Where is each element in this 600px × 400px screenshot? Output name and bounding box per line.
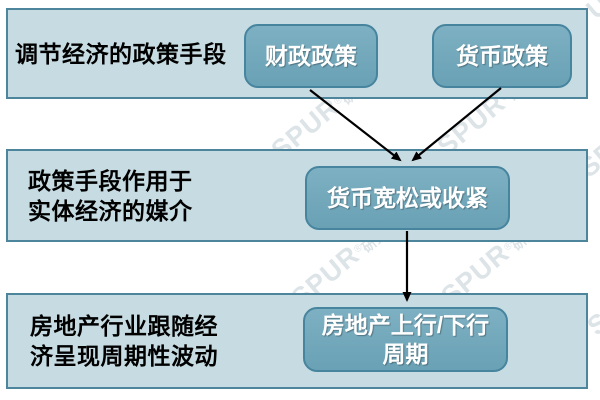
node-property-up-down-cycle-label-line1: 房地产上行/下行 xyxy=(321,311,490,338)
node-monetary-easing-tightening-label: 货币宽松或收紧 xyxy=(327,184,488,211)
node-fiscal-policy: 财政政策 xyxy=(244,24,378,88)
band-transmission-label-line1: 政策手段作用于 xyxy=(28,167,193,194)
band-transmission-label-line2: 实体经济的媒介 xyxy=(28,197,193,224)
band-property-cycle-label-line1: 房地产行业跟随经 xyxy=(30,313,218,339)
band-property-cycle-label-line2: 济呈现周期性波动 xyxy=(30,343,218,369)
node-property-up-down-cycle: 房地产上行/下行 周期 xyxy=(303,307,508,372)
node-monetary-easing-tightening: 货币宽松或收紧 xyxy=(305,166,510,230)
node-monetary-policy: 货币政策 xyxy=(432,24,572,88)
band-policy-tools-label: 调节经济的政策手段 xyxy=(15,10,227,97)
band-property-cycle-label: 房地产行业跟随经 济呈现周期性波动 xyxy=(30,295,218,387)
band-policy-tools-label-line1: 调节经济的政策手段 xyxy=(15,40,227,67)
node-monetary-policy-label: 货币政策 xyxy=(456,42,548,69)
band-transmission-label: 政策手段作用于 实体经济的媒介 xyxy=(28,151,193,240)
node-fiscal-policy-label: 财政政策 xyxy=(265,42,357,69)
node-property-up-down-cycle-label-line2: 周期 xyxy=(382,340,429,367)
